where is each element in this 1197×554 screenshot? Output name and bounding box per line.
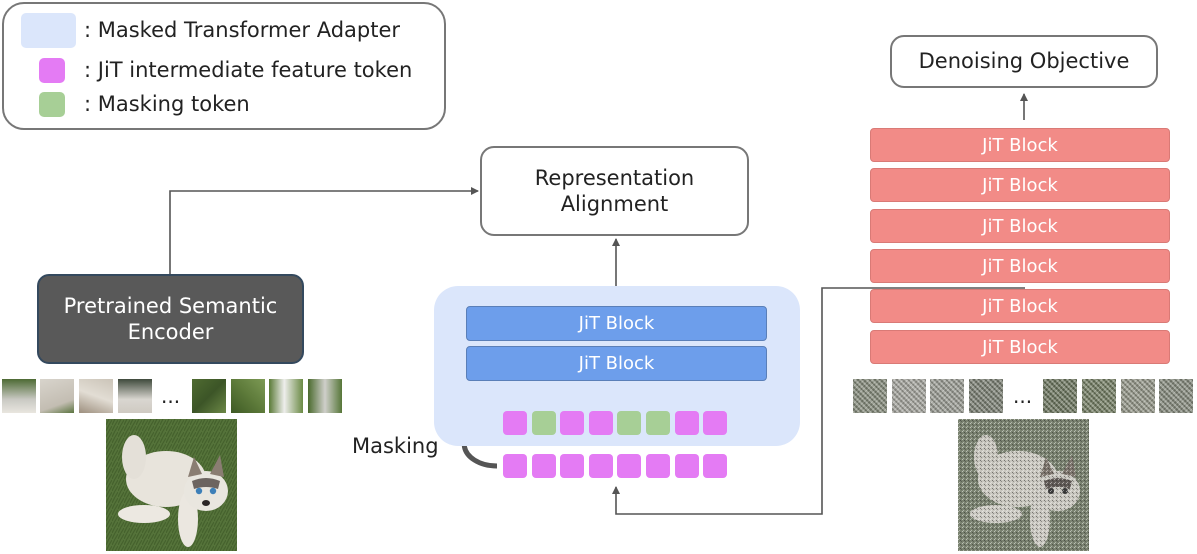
image-patch [308,379,342,413]
main-jit-block: JiT Block [870,209,1170,243]
representation-alignment-box: Representation Alignment [480,146,749,236]
image-patch [40,379,74,413]
feature-token [503,454,527,478]
legend-adapter-label: : Masked Transformer Adapter [84,18,401,42]
masking-token [531,411,556,435]
masking-token [617,411,642,435]
feature-token [703,454,728,478]
noisy-patch [1043,379,1077,413]
main-jit-block: JiT Block [870,168,1170,202]
adapter-jit-block: JiT Block [466,306,767,341]
masking-token [646,411,670,435]
feature-token-legend-swatch [39,58,65,83]
image-patch [79,379,113,413]
legend-mask-token-label: : Masking token [84,92,250,116]
noisy-patch [930,379,964,413]
adapter-jit-block: JiT Block [466,346,767,381]
feature-token [674,411,699,435]
image-patch [269,379,303,413]
denoising-objective-box: Denoising Objective [890,35,1158,88]
stack-to-adapter-arrow [612,287,1025,515]
main-jit-block: JiT Block [870,249,1170,283]
feature-token [674,454,699,478]
noisy-patch [892,379,926,413]
noisy-patch [853,379,887,413]
feature-token [560,454,585,478]
feature-token [617,454,642,478]
noisy-patch [1082,379,1116,413]
noisy-patch [1121,379,1155,413]
feature-token [503,411,527,435]
encoder-to-alignment-arrow [169,187,479,274]
feature-token [588,454,613,478]
main-jit-block: JiT Block [870,330,1170,364]
legend-feature-token-label: : JiT intermediate feature token [84,58,413,82]
image-patch [231,379,265,413]
main-jit-block: JiT Block [870,128,1170,162]
husky-image [106,419,237,551]
image-patch [118,379,152,413]
masking-label: Masking [352,434,439,458]
noisy-husky-image [958,419,1089,551]
feature-token [560,411,585,435]
patch-ellipsis: ... [161,384,181,408]
image-patch [192,379,226,413]
pretrained-semantic-encoder: Pretrained Semantic Encoder [37,274,304,364]
image-patch [2,379,36,413]
noisy-patch [969,379,1003,413]
feature-token [588,411,613,435]
main-jit-block: JiT Block [870,289,1170,323]
mask-token-legend-swatch [39,92,65,117]
noisy-patch [1159,379,1193,413]
feature-token [531,454,556,478]
noisy-patch-ellipsis: ... [1013,384,1033,408]
feature-token [703,411,728,435]
feature-token [646,454,670,478]
legend [2,2,446,130]
adapter-legend-swatch [21,13,76,48]
